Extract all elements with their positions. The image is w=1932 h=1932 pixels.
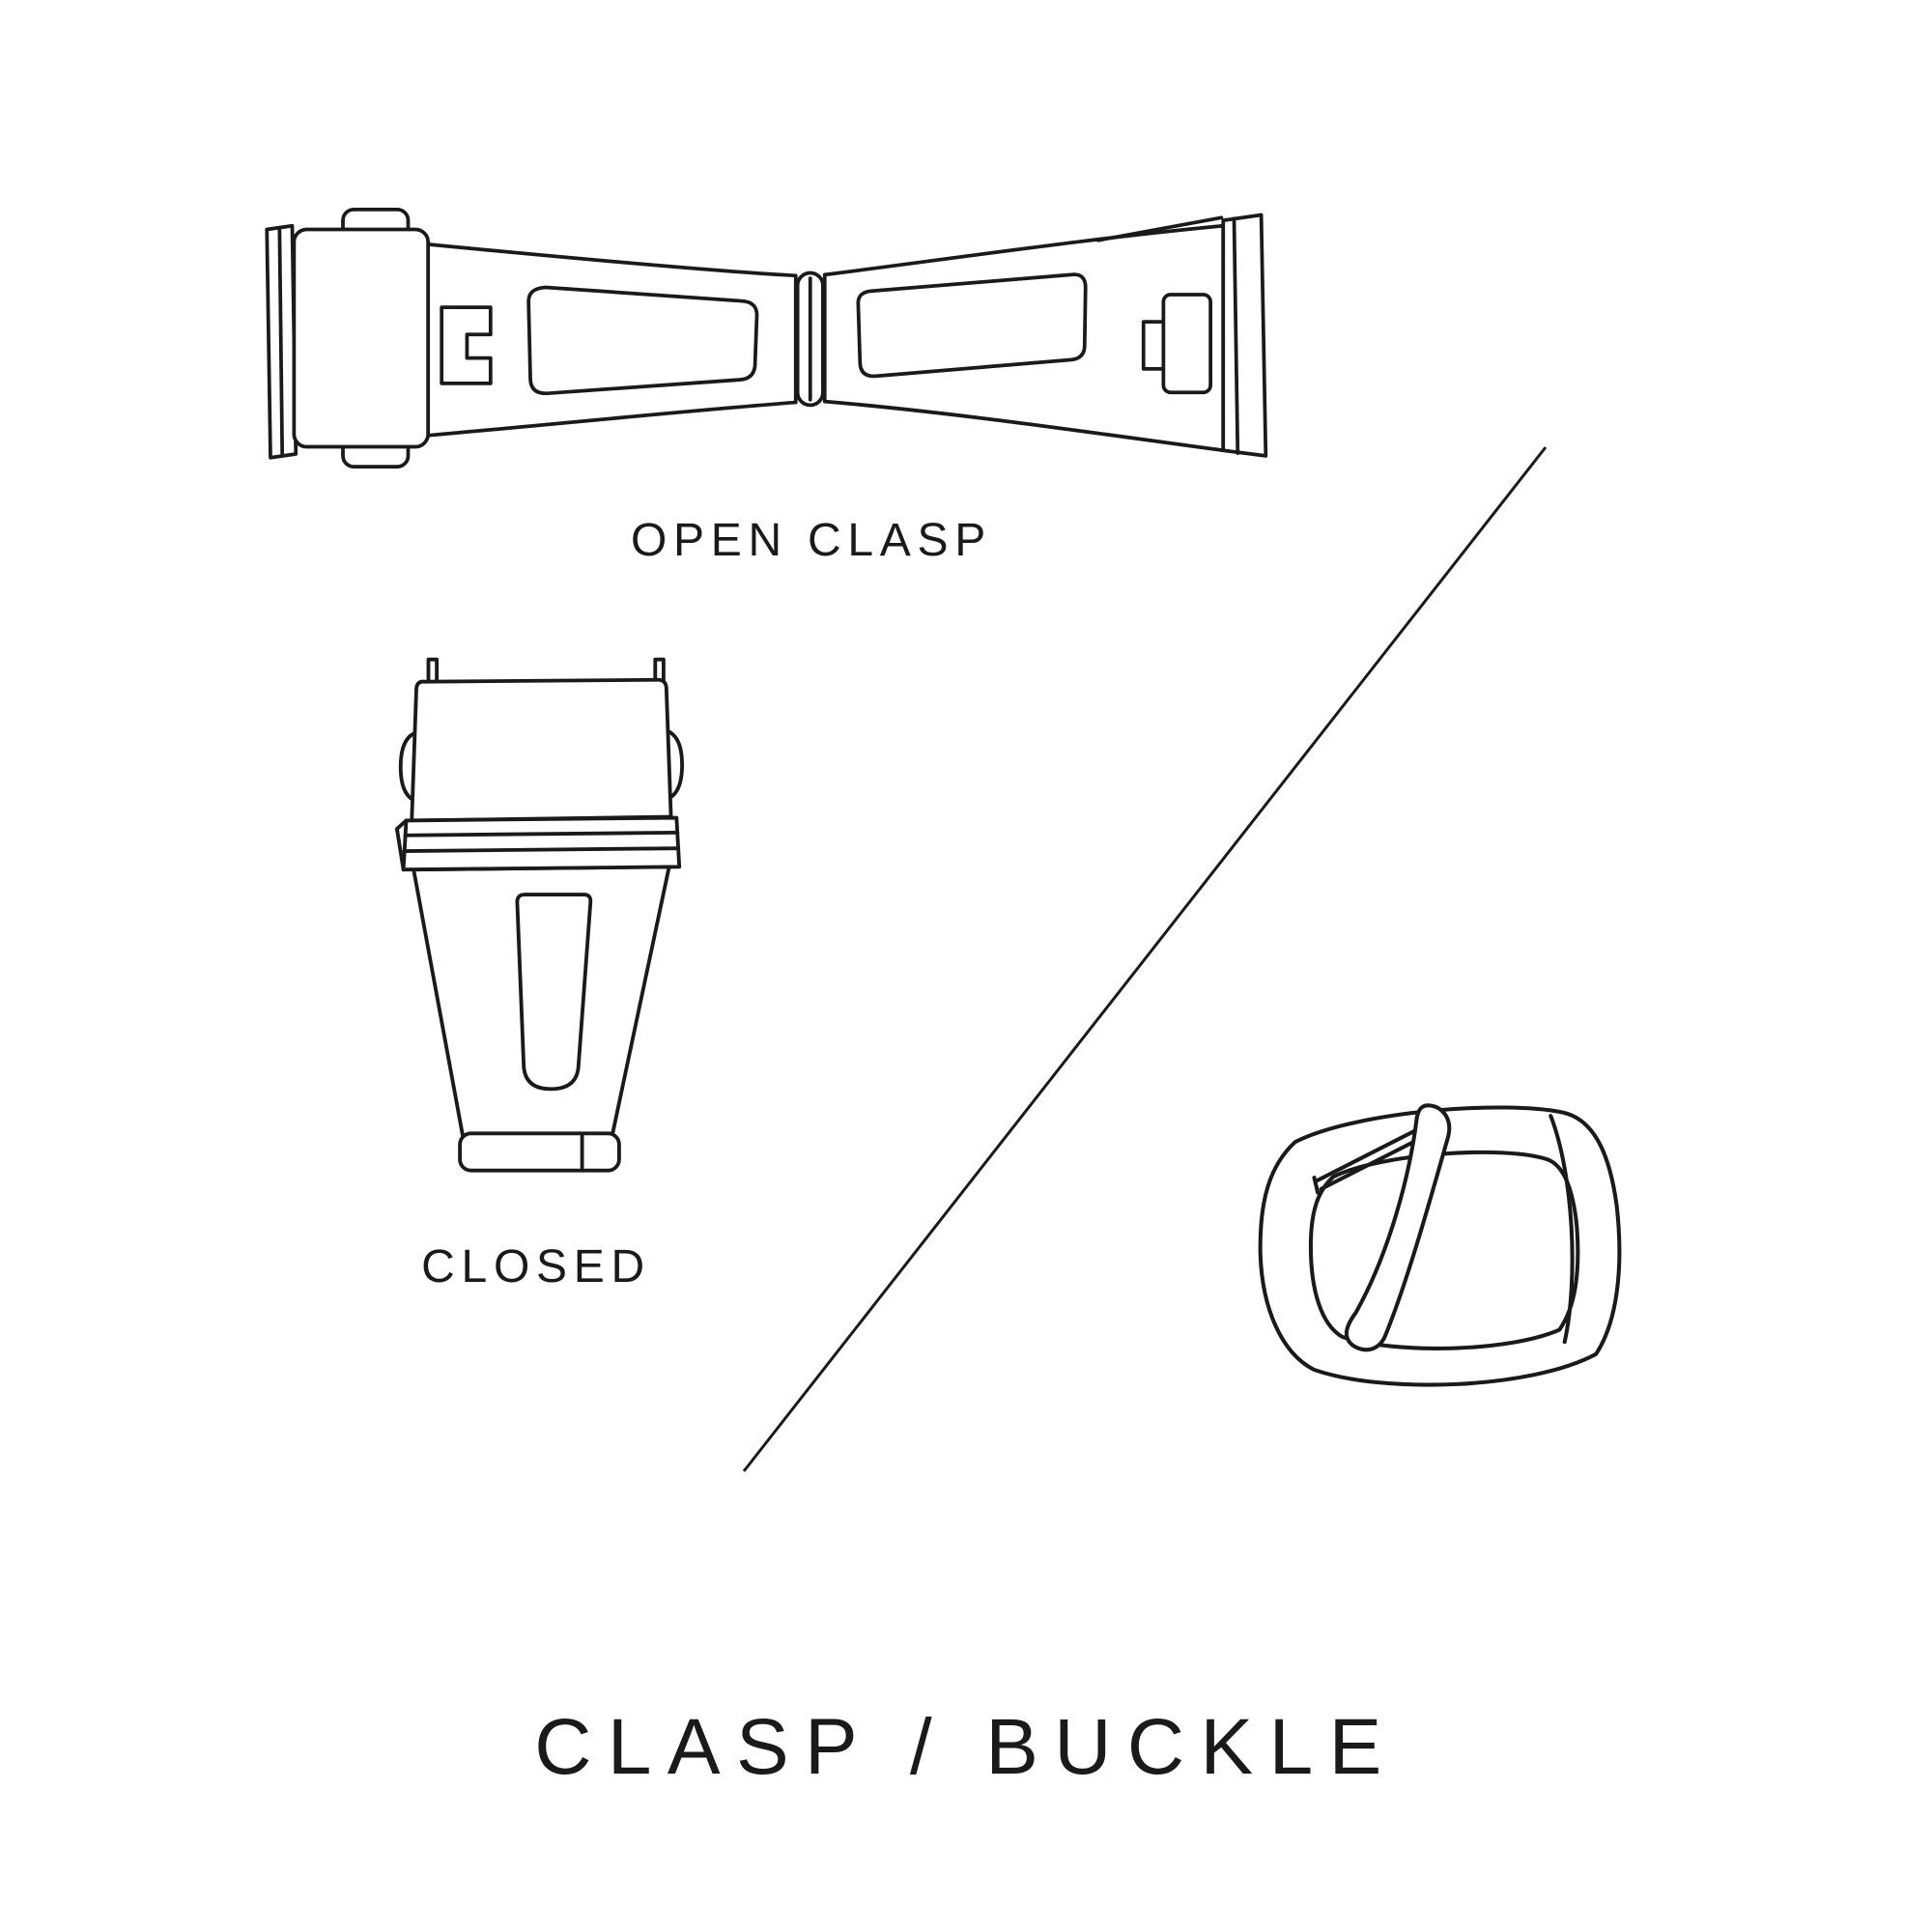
open-clasp-label: OPEN CLASP <box>631 515 992 566</box>
closed-clasp-window <box>515 893 593 1092</box>
open-clasp-top-edge-line <box>1096 215 1224 242</box>
buckle-prong <box>1345 1103 1452 1352</box>
closed-clasp-drawing <box>395 657 684 1173</box>
closed-clasp-illustration <box>395 657 684 1173</box>
closed-clasp-body <box>412 865 671 1138</box>
open-clasp-right-window <box>856 272 1088 379</box>
buckle-illustration <box>1258 1103 1622 1387</box>
buckle-right-bar-edge <box>1548 1114 1575 1345</box>
open-clasp-end-plate <box>1221 213 1268 458</box>
buckle-frame-inner <box>1308 1150 1580 1350</box>
buckle-frame-outer <box>1258 1105 1622 1387</box>
closed-clasp-top-block <box>410 677 673 823</box>
closed-clasp-band-line-1 <box>403 830 680 838</box>
buckle-drawing <box>1258 1103 1622 1387</box>
open-clasp-catch-hook <box>1141 320 1166 371</box>
open-clasp-left-arm <box>421 242 798 439</box>
open-clasp-left-window <box>526 285 759 396</box>
buckle-figure <box>1241 1092 1657 1439</box>
closed-clasp-figure <box>382 652 720 1208</box>
open-clasp-end-plate-line <box>1232 216 1240 455</box>
closed-clasp-band-line-2 <box>402 846 681 853</box>
open-clasp-lock-slot <box>440 305 493 385</box>
closed-clasp-band-fold <box>395 818 409 872</box>
open-clasp-left-plate-line <box>277 227 285 457</box>
open-clasp-figure <box>227 193 1299 483</box>
closed-clasp-band <box>401 815 682 872</box>
buckle-pin-end-tick <box>1312 1176 1321 1195</box>
open-clasp-catch <box>1161 293 1212 395</box>
page-title: CLASP / BUCKLE <box>534 1703 1398 1791</box>
open-clasp-left-block <box>292 227 430 449</box>
open-clasp-illustration <box>265 208 1268 469</box>
open-clasp-drawing <box>265 208 1268 469</box>
closed-clasp-bottom-cap <box>458 1131 621 1173</box>
closed-clasp-label: CLOSED <box>421 1241 651 1293</box>
buckle-pin-top-line <box>1316 1127 1419 1182</box>
